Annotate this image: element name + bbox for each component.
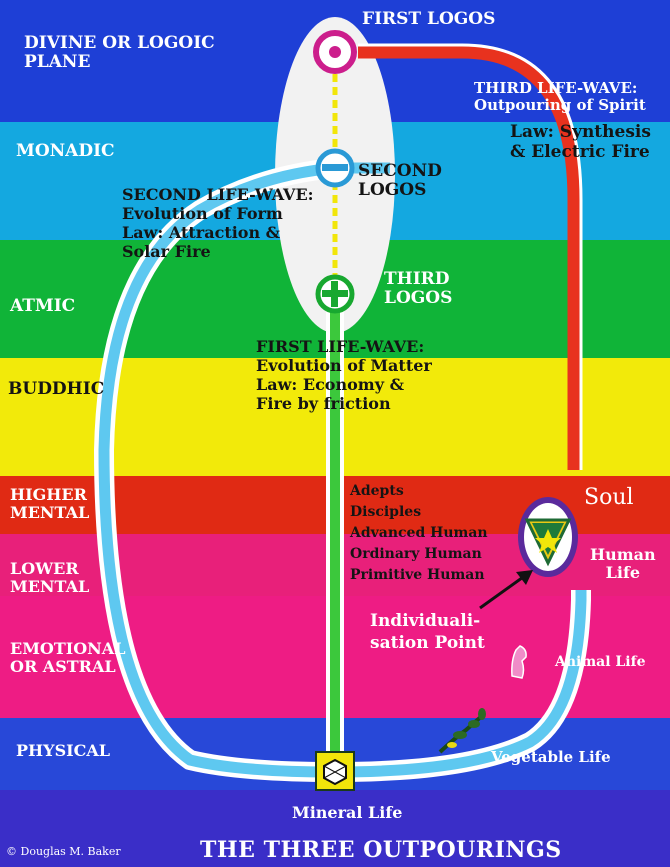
plane-label-divine: DIVINE OR LOGOIC PLANE: [24, 33, 215, 73]
plane-label-monadic: MONADIC: [16, 141, 115, 161]
hierarchy-list: Adepts Disciples Advanced Human Ordinary…: [350, 481, 488, 586]
plane-label-buddhic: BUDDHIC: [8, 379, 105, 399]
plane-label-emotional: EMOTIONAL OR ASTRAL: [10, 639, 126, 676]
first-logos-label: FIRST LOGOS: [362, 9, 496, 29]
mineral-life-label: Mineral Life: [292, 803, 403, 822]
hierarchy-adepts: Adepts: [350, 483, 404, 499]
plane-label-atmic: ATMIC: [10, 296, 76, 316]
individualisation-label: Individuali- sation Point: [370, 611, 485, 654]
hierarchy-disciples: Disciples: [350, 504, 422, 520]
vegetable-life-label: Vegetable Life: [491, 748, 611, 766]
hierarchy-ordinary-human: Ordinary Human: [350, 546, 482, 562]
third-logos-label: THIRD LOGOS: [384, 269, 453, 309]
hierarchy-advanced-human: Advanced Human: [350, 525, 488, 541]
third-life-wave-law: Law: Synthesis & Electric Fire: [510, 122, 651, 163]
human-life-label: Human Life: [590, 545, 656, 582]
plane-label-lower-mental: LOWER MENTAL: [10, 559, 90, 596]
plane-label-physical: PHYSICAL: [16, 741, 111, 760]
animal-life-label: Animal Life: [555, 654, 646, 670]
band-footer: [0, 790, 670, 867]
second-logos-label: SECOND LOGOS: [358, 161, 442, 201]
soul-label: Soul: [584, 485, 634, 510]
hierarchy-primitive-human: Primitive Human: [350, 567, 485, 583]
second-life-wave-label: SECOND LIFE-WAVE: Evolution of Form Law:…: [122, 185, 314, 261]
first-life-wave-label: FIRST LIFE-WAVE: Evolution of Matter Law…: [256, 337, 432, 413]
plane-label-higher-mental: HIGHER MENTAL: [10, 485, 90, 522]
diagram-title: THE THREE OUTPOURINGS: [200, 837, 562, 863]
third-life-wave-label: THIRD LIFE-WAVE: Outpouring of Spirit: [474, 79, 646, 114]
copyright-label: © Douglas M. Baker: [6, 845, 121, 858]
